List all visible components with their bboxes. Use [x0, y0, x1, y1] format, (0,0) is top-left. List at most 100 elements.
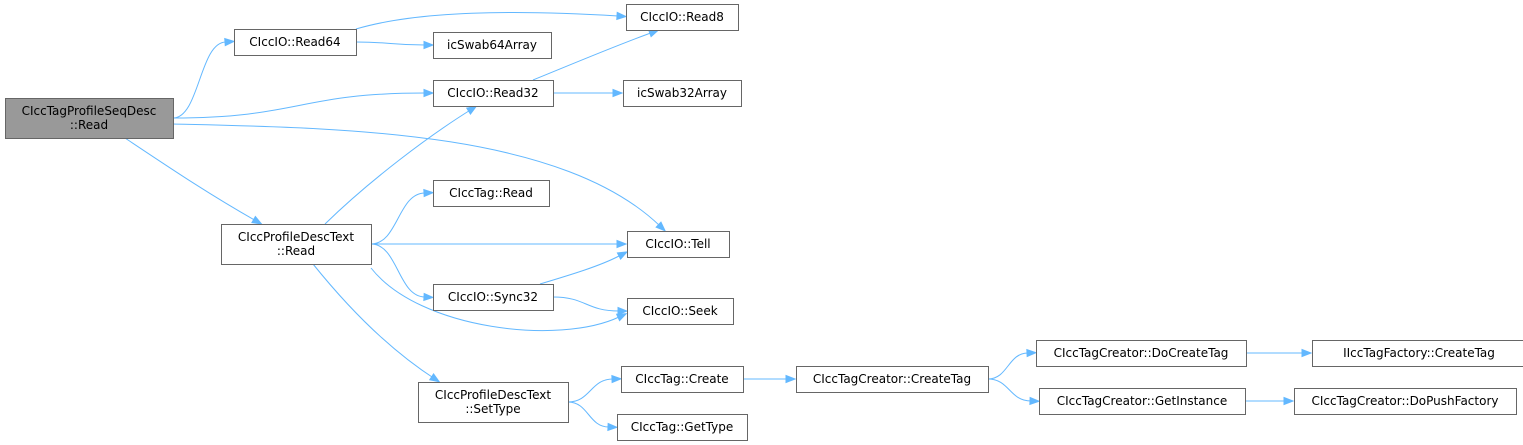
edge-sync32-to-seek	[552, 296, 629, 316]
edge-line	[532, 33, 649, 81]
node-read8[interactable]: CIccIO::Read8	[626, 4, 739, 31]
node-box[interactable]	[1039, 388, 1246, 415]
node-box[interactable]	[626, 4, 739, 31]
node-box[interactable]	[1036, 340, 1247, 367]
node-docreatetag[interactable]: CIccTagCreator::DoCreateTag	[1036, 340, 1247, 367]
node-swab64[interactable]: icSwab64Array	[433, 32, 552, 59]
node-box[interactable]	[433, 80, 554, 107]
edge-line	[172, 123, 661, 227]
node-box[interactable]	[221, 224, 372, 265]
edge-line	[370, 192, 426, 245]
node-swab32[interactable]: icSwab32Array	[623, 80, 742, 107]
edge-createtag-to-getinstance	[987, 378, 1041, 406]
edge-arrowhead	[612, 88, 624, 98]
edge-pdtread-to-read32	[324, 105, 478, 225]
edge-createtag-to-docreatetag	[987, 348, 1038, 380]
edge-root-to-tell	[172, 123, 667, 232]
node-label: CIccIO::Read8	[640, 10, 724, 24]
edge-root-to-pdtread	[124, 137, 263, 225]
node-label: CIccTag::GetType	[631, 420, 733, 434]
node-settype[interactable]: CIccProfileDescText::SetType	[418, 382, 569, 423]
edge-arrowhead	[224, 37, 236, 47]
node-label: CIccTagCreator::DoPushFactory	[1312, 394, 1499, 408]
edge-arrowhead	[615, 313, 628, 322]
node-gettype[interactable]: CIccTag::GetType	[617, 414, 748, 441]
node-create[interactable]: CIccTag::Create	[621, 366, 744, 393]
node-box[interactable]	[627, 298, 734, 325]
node-label: CIccTagCreator::CreateTag	[813, 372, 971, 386]
node-label: CIccIO::Tell	[645, 237, 710, 251]
edge-arrowhead	[428, 373, 441, 383]
edge-sync32-to-tell	[539, 251, 629, 285]
node-tell[interactable]: CIccIO::Tell	[627, 231, 730, 258]
node-label: CIccTag::Create	[635, 372, 728, 386]
node-label: CIccProfileDescText	[238, 230, 354, 244]
edge-settype-to-gettype	[567, 401, 619, 432]
node-label: ::Read	[277, 244, 315, 258]
edge-create-to-createtag	[742, 374, 797, 384]
node-box[interactable]	[234, 29, 357, 56]
edge-arrowhead	[465, 105, 478, 115]
edge-arrowhead	[616, 239, 628, 249]
edge-arrowhead	[423, 292, 435, 302]
edge-read32-to-swab32	[553, 88, 624, 98]
node-createtag[interactable]: CIccTagCreator::CreateTag	[796, 366, 989, 393]
edge-pdtread-to-tagread	[370, 188, 435, 245]
node-box[interactable]	[627, 231, 730, 258]
edge-line	[370, 267, 620, 331]
node-label: CIccTagProfileSeqDesc	[22, 104, 157, 118]
edge-arrowhead	[616, 251, 629, 260]
node-box[interactable]	[617, 414, 748, 441]
node-box[interactable]	[796, 366, 989, 393]
node-root[interactable]: CIccTagProfileSeqDesc::Read	[5, 98, 174, 139]
node-label: CIccIO::Read32	[447, 86, 538, 100]
edge-arrowhead	[617, 306, 629, 316]
edge-arrowhead	[423, 188, 435, 198]
node-sync32[interactable]: CIccIO::Sync32	[433, 284, 554, 311]
edge-pdtread-to-settype	[312, 263, 441, 383]
node-tagread[interactable]: CIccTag::Read	[433, 180, 550, 207]
node-label: icSwab64Array	[447, 38, 537, 52]
edge-arrowhead	[647, 29, 660, 38]
edge-arrowhead	[611, 374, 623, 384]
node-box[interactable]	[1294, 388, 1517, 415]
edge-line	[172, 41, 227, 119]
node-label: CIccTagCreator::DoCreateTag	[1054, 346, 1229, 360]
edge-arrowhead	[785, 374, 797, 384]
edge-pdtread-to-seek	[370, 267, 628, 331]
nodes-layer: CIccTagProfileSeqDesc::Read CIccIO::Read6…	[5, 4, 1523, 441]
edge-arrowhead	[655, 221, 667, 232]
node-box[interactable]	[5, 98, 174, 139]
node-box[interactable]	[621, 366, 744, 393]
node-dopush[interactable]: CIccTagCreator::DoPushFactory	[1294, 388, 1517, 415]
node-seek[interactable]: CIccIO::Seek	[627, 298, 734, 325]
node-box[interactable]	[623, 80, 742, 107]
edge-line	[567, 401, 610, 428]
edge-line	[987, 378, 1032, 402]
edge-line	[324, 108, 473, 225]
node-label: CIccProfileDescText	[435, 388, 551, 402]
edge-docreatetag-to-factorycreate	[1246, 348, 1313, 358]
node-box[interactable]	[433, 32, 552, 59]
node-label: CIccIO::Seek	[642, 304, 717, 318]
node-factorycreate[interactable]: IIccTagFactory::CreateTag	[1312, 340, 1523, 367]
edge-line	[370, 243, 426, 298]
edge-settype-to-create	[567, 374, 623, 403]
node-box[interactable]	[1312, 340, 1523, 367]
edge-root-to-read64	[172, 37, 236, 119]
edge-getinstance-to-dopush	[1245, 396, 1295, 406]
node-label: IIccTagFactory::CreateTag	[1343, 346, 1495, 360]
node-read32[interactable]: CIccIO::Read32	[433, 80, 554, 107]
node-box[interactable]	[433, 284, 554, 311]
edge-read64-to-read8	[355, 11, 628, 30]
node-label: CIccIO::Sync32	[448, 290, 538, 304]
edge-line	[552, 296, 620, 312]
edge-line	[987, 352, 1029, 380]
node-box[interactable]	[433, 180, 550, 207]
node-box[interactable]	[418, 382, 569, 423]
node-label: CIccTag::Read	[449, 186, 533, 200]
edge-arrowhead	[423, 88, 435, 98]
node-read64[interactable]: CIccIO::Read64	[234, 29, 357, 56]
node-getinstance[interactable]: CIccTagCreator::GetInstance	[1039, 388, 1246, 415]
node-pdtread[interactable]: CIccProfileDescText::Read	[221, 224, 372, 265]
